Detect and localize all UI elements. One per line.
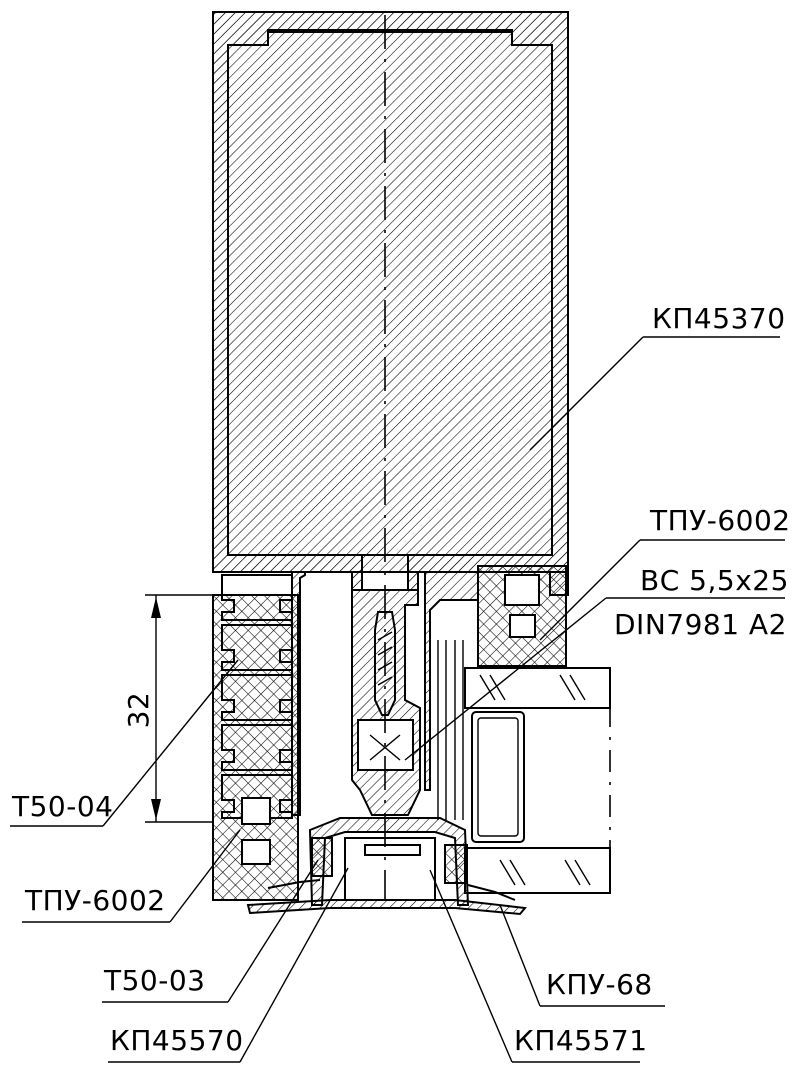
clamp-profile-kp45570 (308, 817, 470, 906)
cover-profile-kp45571 (246, 899, 527, 916)
leader-t50-03 (102, 859, 319, 1003)
leader-tpu-6002-top (539, 539, 785, 641)
gasket-kpu-68 (267, 837, 516, 901)
label-screw-line2: DIN7981 A2 (614, 608, 787, 641)
leader-kp45571 (429, 869, 640, 1063)
label-t50-03: Т50-03 (103, 964, 205, 997)
dimension-value: 32 (122, 692, 155, 729)
label-kp45570: КП45570 (110, 1024, 244, 1057)
leader-t50-04 (10, 659, 239, 827)
label-t50-04: Т50-04 (11, 790, 113, 823)
dimension-32: 32 (122, 594, 213, 823)
glass-unit (437, 640, 611, 894)
seal-tpu-6002-top (477, 565, 567, 667)
leader-kp45370 (529, 336, 780, 451)
leader-screw (404, 597, 785, 761)
label-tpu-6002-bottom: ТПУ-6002 (24, 884, 166, 917)
leader-kp45570 (108, 867, 349, 1063)
label-kp45571: КП45571 (514, 1024, 648, 1057)
label-tpu-6002-top: ТПУ-6002 (649, 504, 791, 537)
leader-kpu-68 (499, 904, 665, 1007)
label-screw-line1: ВС 5,5х25 (640, 564, 789, 597)
thermal-insert-t50-04-stack (212, 574, 299, 901)
label-kpu-68: КПУ-68 (546, 968, 653, 1001)
leader-tpu-6002-bottom (22, 829, 241, 923)
label-kp45370: КП45370 (652, 302, 786, 335)
